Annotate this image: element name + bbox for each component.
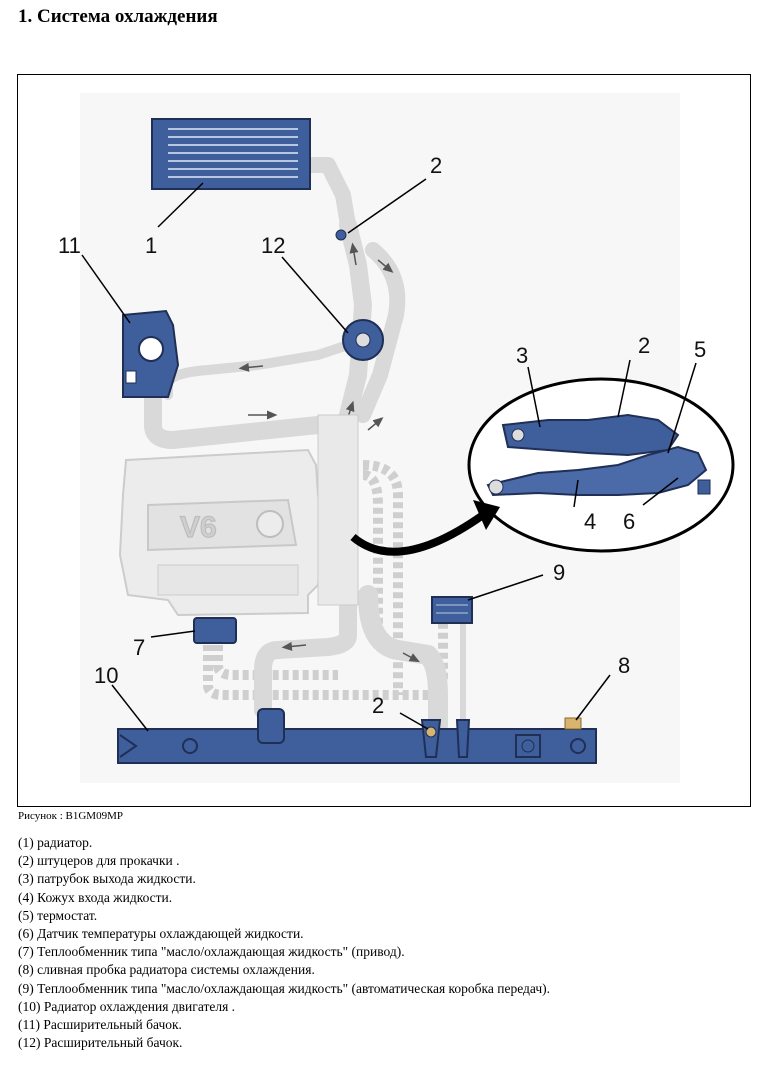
oil-cooler-engine: [193, 617, 237, 644]
callout-2-bottom: 2: [372, 693, 384, 718]
diagram-canvas: V6: [58, 93, 735, 783]
legend-item: (8) сливная пробка радиатора системы охл…: [18, 962, 315, 978]
callout-11: 11: [58, 233, 81, 258]
legend-item: (2) штуцеров для прокачки .: [18, 853, 180, 869]
flow-arrows: [238, 242, 420, 663]
legend-list: (1) радиатор. (2) штуцеров для прокачки …: [18, 834, 550, 1052]
callout-10: 10: [94, 663, 118, 688]
legend-item: (1) радиатор.: [18, 835, 93, 850]
drain-plug: [564, 717, 582, 730]
legend-item: (4) Кожух входа жидкости.: [18, 889, 173, 905]
bleed-screw-top: [335, 229, 347, 241]
legend-item: (10) Радиатор охлаждения двигателя .: [18, 998, 236, 1014]
inset-pointer-arrow: [350, 511, 486, 556]
legend-item: (6) Датчик температуры охлаждающей жидко…: [18, 926, 304, 942]
callout-3: 3: [516, 343, 528, 368]
legend-item: (5) термостат.: [18, 907, 98, 923]
callout-labels: 1 2 11 12 3 2 5 4 6 9 7 8 10 2: [58, 153, 706, 718]
cooling-system-diagram: V6: [17, 74, 751, 807]
engine-block: V6: [118, 414, 359, 617]
engine-badge: V6: [180, 511, 217, 544]
callout-7: 7: [133, 635, 145, 660]
callout-1: 1: [145, 233, 157, 258]
leader-lines: [81, 178, 697, 732]
thermostat-inset: [467, 377, 735, 553]
legend-item: (11) Расширительный бачок.: [18, 1017, 182, 1033]
oil-cooler-gearbox: [431, 596, 473, 624]
bleed-screw-bottom: [425, 726, 437, 738]
coolant-hoses: [144, 157, 466, 735]
callout-12: 12: [261, 233, 285, 258]
legend-item: (9) Теплообменник типа "масло/охлаждающа…: [18, 980, 551, 996]
page-title: 1. Система охлаждения: [18, 6, 218, 27]
legend-item: (7) Теплообменник типа "масло/охлаждающа…: [18, 944, 405, 960]
inset-pointer-arrowhead: [473, 500, 500, 530]
radiator-bottom: [117, 708, 597, 764]
callout-8: 8: [618, 653, 630, 678]
degassing-valve: [342, 319, 384, 361]
callout-6: 6: [623, 509, 635, 534]
callout-4: 4: [584, 509, 596, 534]
callout-2-top: 2: [430, 153, 442, 178]
legend-item: (12) Расширительный бачок.: [18, 1035, 183, 1051]
callout-2-inset: 2: [638, 333, 650, 358]
expansion-tank: [122, 309, 180, 398]
radiator-top: [151, 118, 311, 190]
figure-caption: Рисунок : B1GM09MP: [18, 810, 123, 822]
callout-9: 9: [553, 560, 565, 585]
legend-item: (3) патрубок выхода жидкости.: [18, 871, 196, 887]
callout-5: 5: [694, 337, 706, 362]
